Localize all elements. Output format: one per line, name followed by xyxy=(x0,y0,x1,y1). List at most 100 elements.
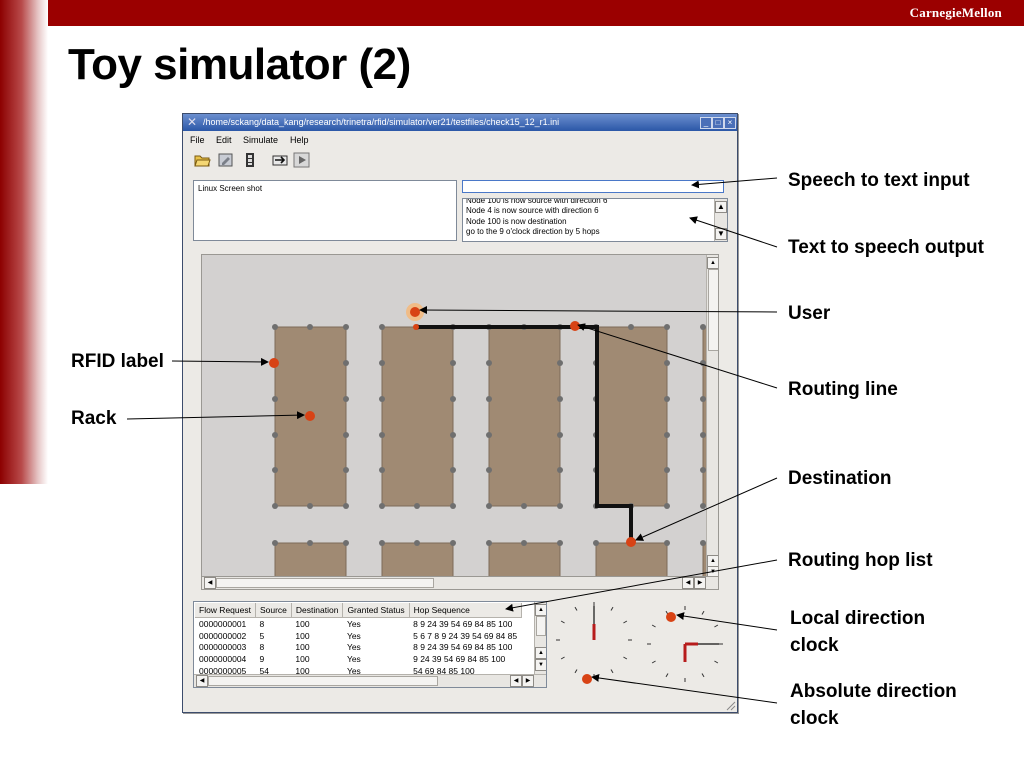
rack[interactable] xyxy=(488,326,561,507)
scroll-down-icon[interactable]: ▼ xyxy=(535,659,546,671)
rfid-node[interactable] xyxy=(486,540,492,546)
scroll-thumb[interactable] xyxy=(708,269,718,351)
rfid-node[interactable] xyxy=(593,540,599,546)
rfid-node[interactable] xyxy=(343,503,349,509)
minimize-button[interactable]: _ xyxy=(700,117,712,129)
menu-simulate[interactable]: Simulate xyxy=(243,135,279,145)
rfid-node[interactable] xyxy=(664,432,670,438)
scroll-left-icon[interactable]: ◀ xyxy=(204,577,216,589)
rfid-node[interactable] xyxy=(557,467,563,473)
column-header[interactable]: Destination xyxy=(291,603,344,618)
rack[interactable] xyxy=(595,326,668,507)
user-marker[interactable] xyxy=(410,307,420,317)
scroll-right-icon[interactable]: ▶ xyxy=(522,675,534,687)
rfid-node[interactable] xyxy=(664,467,670,473)
rfid-node[interactable] xyxy=(379,467,385,473)
rfid-node[interactable] xyxy=(664,324,670,330)
rfid-node[interactable] xyxy=(450,467,456,473)
routing-hop-list[interactable]: Flow Request Source Destination Granted … xyxy=(193,601,547,688)
scroll-left-icon[interactable]: ◀ xyxy=(196,675,208,687)
open-folder-icon[interactable] xyxy=(193,151,211,169)
rfid-node[interactable] xyxy=(700,396,706,402)
rfid-node[interactable] xyxy=(343,467,349,473)
rfid-node[interactable] xyxy=(664,396,670,402)
rfid-node[interactable] xyxy=(414,540,420,546)
rack[interactable] xyxy=(381,326,454,507)
rfid-node[interactable] xyxy=(557,396,563,402)
rfid-node[interactable] xyxy=(307,503,313,509)
rfid-node[interactable] xyxy=(450,503,456,509)
rfid-node[interactable] xyxy=(343,360,349,366)
rfid-node[interactable] xyxy=(379,432,385,438)
scroll-up-icon[interactable]: ▲ xyxy=(535,604,546,616)
scroll-up-icon[interactable]: ▲ xyxy=(707,257,718,269)
window-titlebar[interactable]: ✕ /home/sckang/data_kang/research/trinet… xyxy=(183,114,737,131)
rfid-node[interactable] xyxy=(700,432,706,438)
rfid-node[interactable] xyxy=(557,432,563,438)
rfid-node[interactable] xyxy=(628,324,634,330)
edit-icon[interactable] xyxy=(217,151,235,169)
speech-log-area[interactable]: Linux Screen shot xyxy=(193,180,457,241)
rfid-node[interactable] xyxy=(307,540,313,546)
rfid-node[interactable] xyxy=(557,540,563,546)
speech-to-text-input[interactable] xyxy=(462,180,724,193)
table-row[interactable]: 0000000002 5 100 Yes 5 6 7 8 9 24 39 54 … xyxy=(195,630,521,642)
canvas-vertical-scrollbar[interactable]: ▲ ▲ ▼ xyxy=(706,255,718,589)
rfid-node[interactable] xyxy=(486,396,492,402)
scroll-thumb[interactable] xyxy=(208,676,438,686)
canvas-horizontal-scrollbar[interactable]: ◀ ◀ ▶ xyxy=(201,576,719,590)
rfid-node[interactable] xyxy=(379,324,385,330)
maximize-button[interactable]: □ xyxy=(712,117,724,129)
table-row[interactable]: 0000000003 8 100 Yes 8 9 24 39 54 69 84 … xyxy=(195,642,521,654)
rfid-node[interactable] xyxy=(343,396,349,402)
rfid-node[interactable] xyxy=(557,503,563,509)
scroll-thumb[interactable] xyxy=(536,616,546,636)
rfid-node[interactable] xyxy=(664,503,670,509)
scroll-left-icon[interactable]: ◀ xyxy=(682,577,694,589)
scroll-up-icon[interactable]: ▲ xyxy=(715,201,727,213)
rfid-node[interactable] xyxy=(379,360,385,366)
table-row[interactable]: 0000000004 9 100 Yes 9 24 39 54 69 84 85… xyxy=(195,653,521,665)
rfid-node[interactable] xyxy=(521,540,527,546)
scroll-up-icon[interactable]: ▲ xyxy=(535,647,546,659)
scroll-right-icon[interactable]: ▶ xyxy=(694,577,706,589)
column-header[interactable]: Flow Request xyxy=(195,603,256,618)
rfid-node[interactable] xyxy=(343,324,349,330)
table-horizontal-scrollbar[interactable]: ◀ ◀ ▶ xyxy=(194,674,546,687)
rfid-node[interactable] xyxy=(664,540,670,546)
scroll-left-icon[interactable]: ◀ xyxy=(510,675,522,687)
table-vertical-scrollbar[interactable]: ▲ ▲ ▼ xyxy=(534,602,546,674)
rfid-node[interactable] xyxy=(557,360,563,366)
resize-grip-icon[interactable] xyxy=(724,699,736,711)
rfid-node[interactable] xyxy=(414,503,420,509)
rfid-node[interactable] xyxy=(486,467,492,473)
rfid-node[interactable] xyxy=(272,324,278,330)
scroll-thumb[interactable] xyxy=(216,578,434,588)
rfid-node[interactable] xyxy=(272,503,278,509)
rfid-node[interactable] xyxy=(272,432,278,438)
rfid-node[interactable] xyxy=(700,467,706,473)
scroll-down-icon[interactable]: ▼ xyxy=(715,228,727,240)
column-header[interactable]: Granted Status xyxy=(342,603,410,618)
column-header[interactable]: Hop Sequence xyxy=(409,603,522,618)
rfid-node[interactable] xyxy=(272,467,278,473)
rfid-node[interactable] xyxy=(486,503,492,509)
rfid-node[interactable] xyxy=(379,396,385,402)
rfid-node[interactable] xyxy=(450,540,456,546)
rfid-node[interactable] xyxy=(450,432,456,438)
play-icon[interactable] xyxy=(293,151,311,169)
rfid-node[interactable] xyxy=(343,432,349,438)
rfid-node[interactable] xyxy=(486,360,492,366)
menu-help[interactable]: Help xyxy=(290,135,309,145)
destination-marker[interactable] xyxy=(626,537,636,547)
rfid-node[interactable] xyxy=(486,432,492,438)
rfid-label-marker[interactable] xyxy=(269,358,279,368)
rfid-node[interactable] xyxy=(450,360,456,366)
simulation-canvas[interactable]: ▲ ▲ ▼ xyxy=(201,254,719,590)
rfid-node[interactable] xyxy=(307,324,313,330)
rfid-node[interactable] xyxy=(343,540,349,546)
rack-icon[interactable] xyxy=(241,151,259,169)
rfid-node[interactable] xyxy=(450,396,456,402)
column-header[interactable]: Source xyxy=(255,603,292,618)
menu-edit[interactable]: Edit xyxy=(216,135,232,145)
